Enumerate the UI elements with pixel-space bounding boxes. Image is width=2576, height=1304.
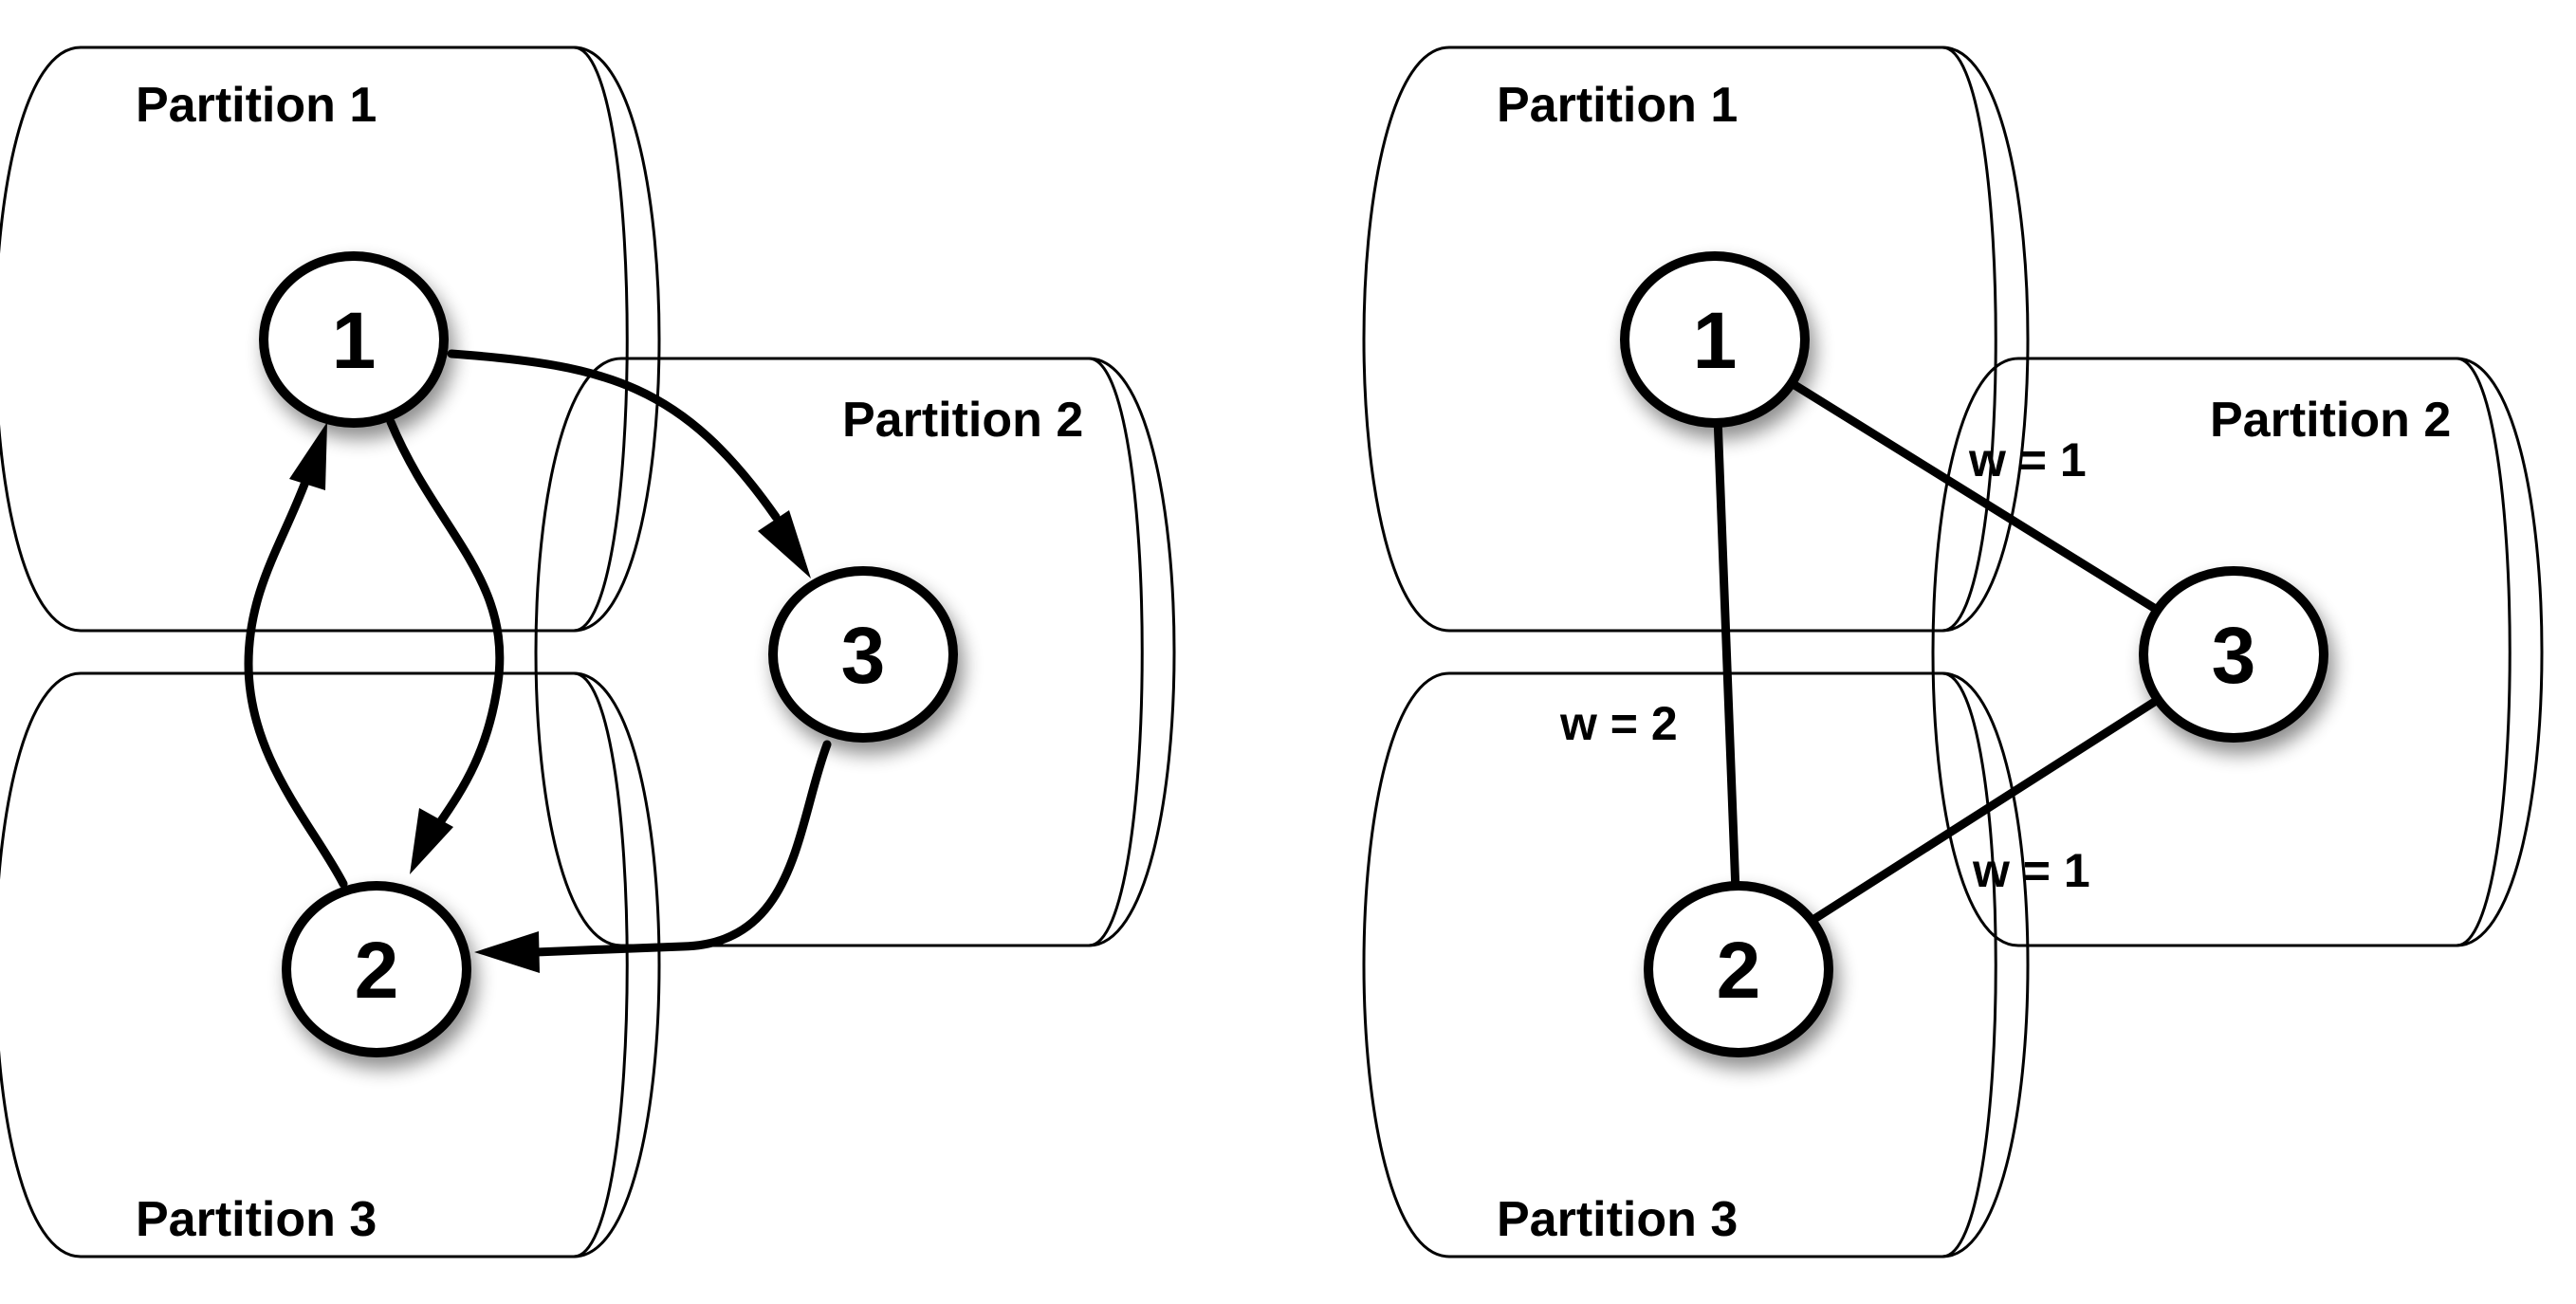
- edge-2-3: [1734, 650, 2234, 972]
- partition-3-cylinder: [1362, 671, 2030, 1258]
- node-2: 2: [1644, 881, 1833, 1057]
- edge-2-3-weight-label: w = 1: [1972, 844, 2090, 897]
- node-3: 3: [2139, 566, 2328, 743]
- node-2-label: 2: [355, 926, 399, 1015]
- partition-1-cylinder: [1362, 46, 2030, 633]
- edge-1-3-weight-label: w = 1: [1968, 433, 2087, 487]
- directed-graph-diagram: Partition 1 Partition 2 Partition 3 1 2 …: [0, 46, 1176, 1258]
- node-3-label: 3: [2212, 611, 2256, 700]
- arrowhead-3-to-2: [474, 931, 540, 973]
- partition-1-label: Partition 1: [136, 78, 377, 133]
- node-1: 1: [1620, 251, 1810, 428]
- partition-2-cylinder: [1931, 357, 2544, 947]
- node-1-label: 1: [1693, 296, 1738, 385]
- edge-1-to-3: [447, 349, 781, 522]
- partition-1-label: Partition 1: [1497, 78, 1738, 133]
- node-1-label: 1: [332, 296, 377, 385]
- partition-3-label: Partition 3: [136, 1192, 377, 1247]
- arrowhead-1-to-3: [758, 510, 811, 579]
- arrowhead-1-to-2: [410, 808, 453, 874]
- node-2-label: 2: [1717, 926, 1761, 1015]
- partition-3-label: Partition 3: [1497, 1192, 1738, 1247]
- node-2: 2: [282, 881, 471, 1057]
- partition-2-cylinder: [534, 357, 1176, 947]
- edge-1-2-weight-label: w = 2: [1559, 697, 1678, 750]
- edge-3-to-2: [531, 740, 832, 957]
- weighted-graph-diagram: Partition 1 Partition 2 Partition 3 w = …: [1362, 46, 2544, 1258]
- edge-1-2: [1710, 337, 1743, 972]
- partition-2-label: Partition 2: [2210, 393, 2451, 448]
- arrowhead-2-to-1: [289, 422, 327, 490]
- node-3: 3: [768, 566, 958, 743]
- partition-3-cylinder: [0, 671, 661, 1258]
- edge-1-3: [1720, 337, 2234, 659]
- edge-2-to-1: [244, 469, 348, 889]
- edge-1-to-2: [386, 417, 505, 830]
- partition-1-cylinder: [0, 46, 661, 633]
- partition-2-label: Partition 2: [842, 393, 1083, 448]
- node-3-label: 3: [841, 611, 886, 700]
- node-1: 1: [259, 251, 449, 428]
